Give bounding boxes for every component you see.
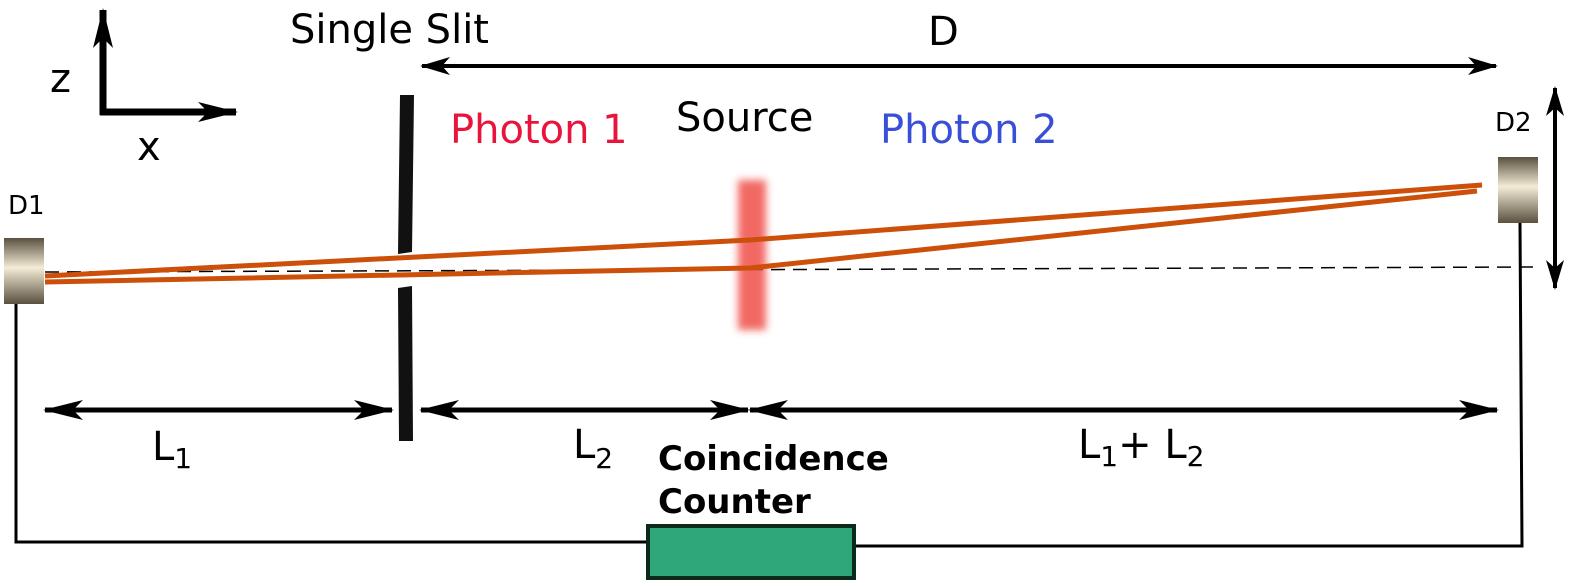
- xz-axes-icon: [93, 8, 238, 122]
- single-slit: [398, 95, 414, 441]
- optical-axis: [44, 266, 1536, 273]
- source-crystal: [738, 180, 766, 330]
- single-slit-label: Single Slit: [290, 7, 489, 53]
- axis-z-label: z: [50, 56, 71, 102]
- axis-x-label: x: [137, 124, 161, 170]
- photon-1-label: Photon 1: [450, 107, 628, 153]
- photon-beams: [44, 182, 1483, 285]
- l1-plus-l2-label: L1+ L2: [1078, 422, 1204, 473]
- detector-1-label: D1: [8, 191, 45, 221]
- coincidence-label-line1: Coincidence: [658, 439, 889, 479]
- source-label: Source: [676, 95, 813, 141]
- l2-label: L2: [573, 422, 613, 475]
- l1-label: L1: [152, 424, 192, 475]
- wire-d2: [854, 222, 1524, 548]
- coincidence-counter-box: [646, 524, 856, 580]
- wire-d1: [14, 304, 648, 544]
- distance-d-label: D: [928, 9, 959, 55]
- coincidence-label-line2: Counter: [658, 482, 811, 522]
- photon-2-label: Photon 2: [880, 107, 1058, 153]
- detector-2-icon: [1498, 157, 1538, 223]
- detector-2-label: D2: [1495, 108, 1532, 138]
- detector-1-icon: [4, 238, 44, 304]
